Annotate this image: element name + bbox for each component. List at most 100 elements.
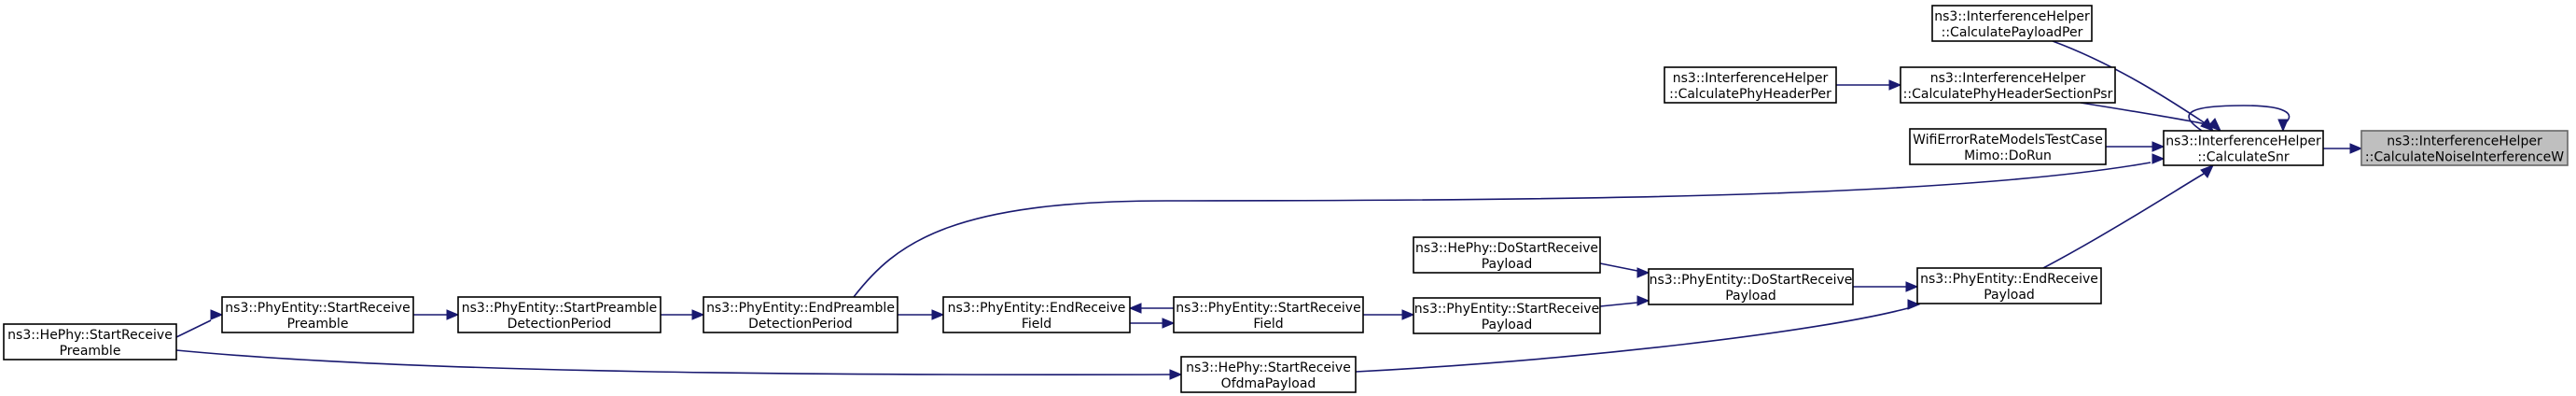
node-box	[1909, 128, 2107, 165]
arrowhead-icon	[1907, 299, 1921, 310]
edge-line	[1355, 307, 1909, 373]
node-label-line: ::CalculateSnr	[2197, 150, 2290, 165]
node-startPreambleDetection[interactable]: ns3::PhyEntity::StartPreambleDetectionPe…	[457, 296, 661, 333]
edge-line	[1599, 262, 1638, 272]
node-label-line: ns3::PhyEntity::StartPreamble	[462, 301, 657, 316]
node-label-line: Payload	[1482, 318, 1533, 332]
node-box	[221, 296, 414, 333]
node-label-line: ::CalculatePayloadPer	[1942, 25, 2083, 40]
edge-heStartReceiveOfdma-to-endReceivePayload	[1355, 299, 1921, 373]
node-focus[interactable]: ns3::InterferenceHelper::CalculateNoiseI…	[2360, 130, 2569, 166]
node-box	[1664, 66, 1837, 104]
node-label-line: ns3::HePhy::StartReceive	[7, 328, 173, 343]
edge-line	[853, 162, 2151, 298]
node-box	[1648, 268, 1854, 305]
edge-endReceivePayload-to-calcSnr	[2042, 164, 2214, 269]
edge-line	[1599, 302, 1638, 307]
edge-endPreambleDetection-to-endReceiveField	[898, 309, 945, 320]
node-box	[2360, 130, 2569, 166]
edges-layer	[175, 40, 2363, 380]
node-label-line: ns3::PhyEntity::EndReceive	[948, 301, 1126, 316]
edge-heDoStartReceivePayload-to-doStartReceivePayload	[1599, 262, 1650, 278]
edge-line	[2052, 40, 2205, 123]
arrowhead-icon	[1128, 303, 1142, 314]
node-label-line: ns3::PhyEntity::DoStartReceive	[1650, 273, 1853, 288]
node-box	[1413, 297, 1601, 334]
edge-heStartReceivePreamble-to-startReceivePreamble	[175, 309, 224, 338]
node-endPreambleDetection[interactable]: ns3::PhyEntity::EndPreambleDetectionPeri…	[703, 296, 898, 333]
arrowhead-icon	[2277, 119, 2289, 133]
edge-heStartReceivePreamble-to-heStartReceiveOfdma	[175, 349, 1183, 380]
arrowhead-icon	[2151, 141, 2165, 152]
node-label-line: ns3::InterferenceHelper	[1673, 71, 1829, 86]
node-label-line: ns3::InterferenceHelper	[1930, 71, 2086, 86]
edge-startReceiveField-to-endReceiveField	[1128, 303, 1174, 314]
node-label-line: ns3::HePhy::DoStartReceive	[1415, 241, 1598, 256]
arrowhead-icon	[2349, 143, 2363, 154]
node-box	[1900, 66, 2116, 104]
node-label-line: ns3::InterferenceHelper	[2387, 134, 2542, 149]
node-label-line: DetectionPeriod	[508, 317, 612, 332]
arrowhead-icon	[1169, 369, 1183, 380]
arrowhead-icon	[2151, 153, 2165, 164]
node-label-line: Payload	[1725, 289, 1776, 304]
node-box	[942, 296, 1131, 333]
arrowhead-icon	[1905, 281, 1919, 292]
node-label-line: Preamble	[60, 344, 121, 359]
edge-startReceiveField-to-startReceivePayload	[1363, 309, 1415, 320]
edge-endReceiveField-to-startReceiveField	[1130, 318, 1176, 329]
edge-phyHeaderSectionPsr-to-calcSnr	[2080, 102, 2221, 132]
edge-startPreambleDetection-to-endPreambleDetection	[661, 309, 705, 320]
node-box	[1413, 236, 1601, 274]
node-label-line: ns3::PhyEntity::EndReceive	[1920, 272, 2098, 287]
arrowhead-icon	[2207, 118, 2221, 132]
node-label-line: Preamble	[287, 317, 349, 332]
node-label-line: Field	[1022, 317, 1051, 332]
edge-line	[2042, 173, 2205, 269]
edge-mimoDoRun-to-calcSnr	[2106, 141, 2165, 152]
node-label-line: Mimo::DoRun	[1964, 148, 2052, 163]
node-phyHeaderSectionPsr[interactable]: ns3::InterferenceHelper::CalculatePhyHea…	[1900, 66, 2116, 104]
node-payloadPer[interactable]: ns3::InterferenceHelper::CalculatePayloa…	[1931, 5, 2093, 42]
node-label-line: ns3::PhyEntity::StartReceive	[225, 301, 410, 316]
node-label-line: Payload	[1984, 288, 2035, 303]
node-phyHeaderPer[interactable]: ns3::InterferenceHelper::CalculatePhyHea…	[1664, 66, 1837, 104]
arrowhead-icon	[931, 309, 945, 320]
node-label-line: Field	[1253, 317, 1283, 332]
node-label-line: ns3::InterferenceHelper	[2165, 134, 2321, 149]
node-label-line: ::CalculatePhyHeaderPer	[1669, 87, 1831, 102]
node-label-line: DetectionPeriod	[748, 317, 853, 332]
edge-line	[175, 319, 212, 338]
node-label-line: Payload	[1482, 257, 1533, 272]
node-label-line: ns3::InterferenceHelper	[1934, 9, 2090, 24]
node-label-line: OfdmaPayload	[1221, 376, 1316, 391]
arrowhead-icon	[1636, 267, 1650, 278]
arrowhead-icon	[446, 309, 460, 320]
arrowhead-icon	[691, 309, 705, 320]
edge-calcSnr-to-calcSnr	[2188, 105, 2291, 133]
nodes-layer: ns3::InterferenceHelper::CalculateNoiseI…	[3, 5, 2569, 393]
edge-line	[175, 349, 1171, 375]
node-calcSnr[interactable]: ns3::InterferenceHelper::CalculateSnr	[2163, 130, 2324, 166]
node-box	[2163, 130, 2324, 166]
node-label-line: ns3::PhyEntity::StartReceive	[1414, 302, 1599, 317]
node-label-line: ns3::PhyEntity::EndPreamble	[706, 301, 895, 316]
arrowhead-icon	[1401, 309, 1415, 320]
node-label-line: ns3::HePhy::StartReceive	[1186, 361, 1351, 375]
node-label-line: ::CalculateNoiseInterferenceW	[2365, 150, 2564, 165]
edge-doStartReceivePayload-to-endReceivePayload	[1853, 281, 1919, 292]
node-box	[1180, 356, 1357, 393]
edge-calcSnr-to-focus	[2323, 143, 2363, 154]
arrowhead-icon	[210, 309, 224, 320]
